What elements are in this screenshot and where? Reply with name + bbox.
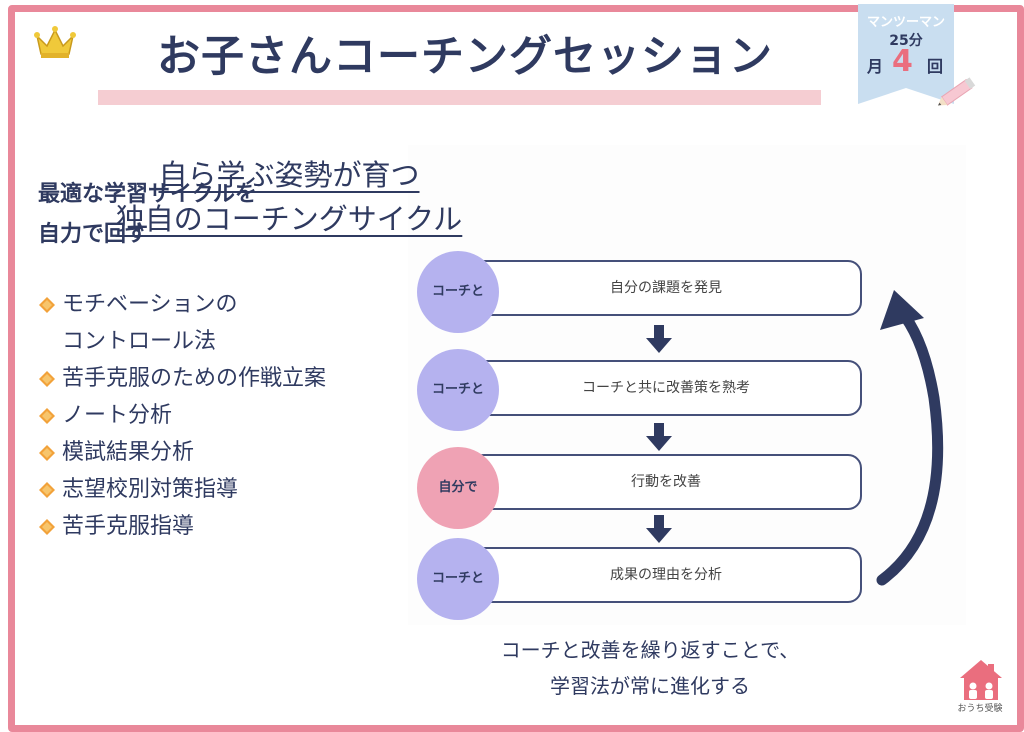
diamond-bullet-icon <box>39 408 55 424</box>
cycle-step-4: 成果の理由を分析 <box>470 547 862 603</box>
pencil-icon <box>937 77 976 106</box>
cycle-footer-line-2: 学習法が常に進化する <box>550 674 750 698</box>
house-logo-icon <box>960 660 1002 700</box>
diamond-bullet-icon <box>39 519 55 535</box>
cycle-step-text: 自分の課題を発見 <box>610 280 722 296</box>
list-item-label: 模試結果分析 <box>62 440 195 465</box>
down-arrow-icon <box>646 515 672 543</box>
list-item: 苦手克服指導 <box>38 508 326 545</box>
session-badge: マンツーマン 25分 月 4 回 <box>858 4 954 104</box>
list-item-label: モチベーションの <box>62 292 238 317</box>
cycle-step-1: 自分の課題を発見 <box>470 260 862 316</box>
list-item: 模試結果分析 <box>38 434 326 471</box>
list-item-label: 志望校別対策指導 <box>62 477 239 502</box>
badge-duration: 25分 <box>889 33 923 49</box>
cycle-title-line-1: 自ら学ぶ姿勢が育つ <box>158 158 420 192</box>
down-arrow-icon <box>646 423 672 451</box>
cycle-step-2: コーチと共に改善策を熟考 <box>470 360 862 416</box>
cycle-title-line-2: 独自のコーチングサイクル <box>115 202 463 236</box>
cycle-footer-line-1: コーチと改善を繰り返すことで、 <box>500 638 800 662</box>
list-item: 苦手克服のための作戦立案 <box>38 360 326 397</box>
page-title: お子さんコーチングセッション <box>157 32 773 82</box>
title-underline-bar <box>98 90 821 105</box>
cycle-step-3: 行動を改善 <box>470 454 862 510</box>
cycle-step-text: 行動を改善 <box>631 474 701 490</box>
loop-arrow-icon <box>876 290 944 586</box>
diamond-bullet-icon <box>39 482 55 498</box>
list-item: ノート分析 <box>38 397 326 434</box>
badge-month: 月 <box>867 57 884 76</box>
lead-line-2: 自力で回す <box>38 222 149 247</box>
cycle-step-text: コーチと共に改善策を熟考 <box>582 380 750 396</box>
list-item-label: 苦手克服のための作戦立案 <box>62 366 327 391</box>
actor-circle-coach: コーチと <box>417 538 499 620</box>
list-item-label: 苦手克服指導 <box>62 514 195 539</box>
diamond-bullet-icon <box>39 445 55 461</box>
logo-text: おうち受験 <box>957 704 1003 714</box>
list-item-label: ノート分析 <box>62 403 173 428</box>
badge-format: マンツーマン <box>866 15 945 30</box>
actor-circle-coach: コーチと <box>417 251 499 333</box>
badge-count: 4 <box>892 44 913 79</box>
lead-line-1: 最適な学習サイクルを <box>38 182 257 207</box>
lead-text: 最適な学習サイクルを 自力で回す <box>38 175 257 255</box>
actor-circle-self: 自分で <box>417 447 499 529</box>
feature-list: モチベーションの コントロール法 苦手克服のための作戦立案 ノート分析 模試結果… <box>38 286 326 545</box>
diamond-bullet-icon <box>39 371 55 387</box>
list-item: モチベーションの <box>38 286 326 323</box>
diamond-bullet-icon <box>39 297 55 313</box>
crown-icon <box>34 26 76 58</box>
badge-unit: 回 <box>927 57 944 76</box>
list-item-continuation: コントロール法 <box>62 329 217 354</box>
cycle-step-text: 成果の理由を分析 <box>610 567 722 583</box>
list-item: 志望校別対策指導 <box>38 471 326 508</box>
down-arrow-icon <box>646 325 672 353</box>
actor-circle-coach: コーチと <box>417 349 499 431</box>
